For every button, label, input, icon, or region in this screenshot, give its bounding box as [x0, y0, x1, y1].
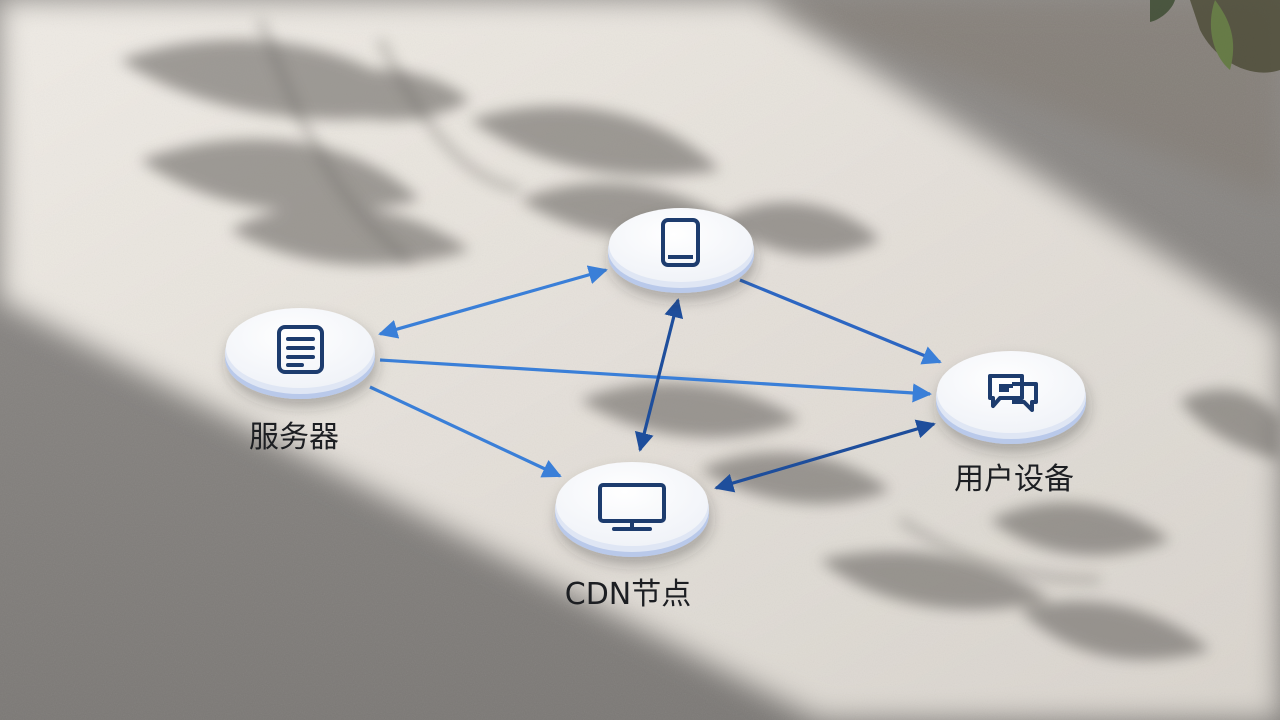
edge-mobile-cdn: [634, 298, 684, 452]
document-server-icon: [277, 325, 324, 374]
node-user-devices: [936, 351, 1086, 444]
edge-cdn-user: [714, 419, 936, 493]
edge-mobile-user: [739, 278, 942, 365]
node-server: [225, 308, 375, 399]
node-cdn: [555, 462, 709, 557]
edge-server-cdn: [369, 385, 562, 478]
label-cdn: CDN节点: [565, 577, 692, 612]
mobile-phone-icon: [661, 218, 700, 267]
edges-layer: [369, 265, 942, 493]
node-mobile: [608, 208, 754, 293]
chat-bubbles-icon: [988, 374, 1038, 412]
monitor-icon: [598, 483, 666, 531]
edge-server-mobile: [378, 265, 608, 339]
label-server: 服务器: [249, 420, 339, 455]
label-user-devices: 用户设备: [954, 462, 1074, 497]
